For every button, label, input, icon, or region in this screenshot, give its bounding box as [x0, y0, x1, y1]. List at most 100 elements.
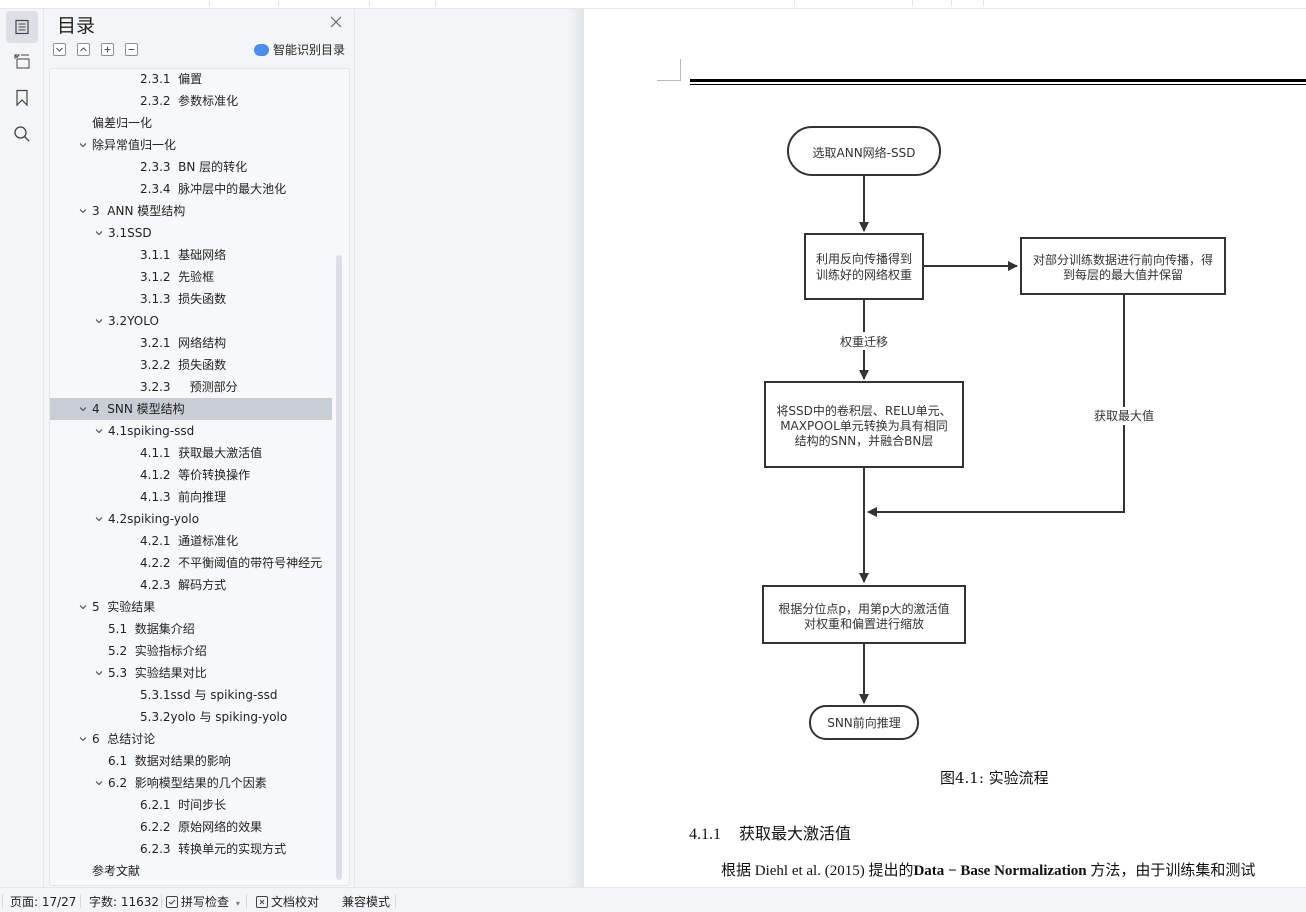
toc-item[interactable]: 4.1.3 前向推理 [50, 486, 332, 508]
toc-item[interactable]: 6.1 数据对结果的影响 [50, 750, 332, 772]
toolbar-separator [794, 0, 795, 6]
toc-item[interactable]: 4.1.1 获取最大激活值 [50, 442, 332, 464]
toc-item-label: 5 实验结果 [92, 600, 156, 614]
toc-item[interactable]: 6.2.1 时间步长 [50, 794, 332, 816]
toc-item-label: 2.3.2 参数标准化 [140, 94, 239, 108]
proofread-label: 文档校对 [271, 895, 320, 909]
close-icon[interactable] [329, 15, 343, 29]
toc-item-label: 5.1 数据集介绍 [108, 622, 195, 636]
chevron-down-icon[interactable] [95, 515, 103, 523]
toc-item[interactable]: 2.3.4 脉冲层中的最大池化 [50, 178, 332, 200]
chevron-down-icon[interactable] [79, 207, 87, 215]
proofread-button[interactable]: 文档校对 [256, 893, 319, 910]
chevron-down-icon[interactable] [95, 229, 103, 237]
toc-item[interactable]: 2.3.3 BN 层的转化 [50, 156, 332, 178]
toc-item[interactable]: 3.2.3 预测部分 [50, 376, 332, 398]
collapse-all-button[interactable] [53, 43, 66, 56]
flowchart: 选取ANN网络-SSD 利用反向传播得到 训练好的网络权重 对部分训练数据进行前… [762, 126, 1226, 740]
status-separator [161, 894, 162, 908]
toc-item[interactable]: 3.1.1 基础网络 [50, 244, 332, 266]
flow-edge-transfer: 权重迁移 [840, 335, 888, 349]
toc-item-label: 2.3.1 偏置 [140, 72, 203, 86]
toolbar-separator [209, 0, 210, 6]
toc-item[interactable]: 3.2.2 损失函数 [50, 354, 332, 376]
edge-label-bg [1092, 407, 1156, 425]
toc-item-label: 6 总结讨论 [92, 732, 156, 746]
toc-item[interactable]: 偏差归一化 [50, 112, 332, 134]
toc-item[interactable]: 6.2 影响模型结果的几个因素 [50, 772, 332, 794]
spellcheck-button[interactable]: 拼写检查 ▾ [166, 893, 240, 910]
toc-item[interactable]: 4.2.2 不平衡阈值的带符号神经元 [50, 552, 332, 574]
toc-item[interactable]: 3.1.2 先验框 [50, 266, 332, 288]
word-count[interactable]: 字数: 11632 [89, 895, 160, 909]
chevron-down-icon[interactable] [95, 317, 103, 325]
toc-item-label: 4.2.3 解码方式 [140, 578, 227, 592]
toc-item[interactable]: 3.2YOLO [50, 310, 332, 332]
header-rule-thick [690, 79, 1306, 82]
toc-item[interactable]: 5.3 实验结果对比 [50, 662, 332, 684]
toc-item-selected[interactable]: 4 SNN 模型结构 [50, 398, 332, 420]
toc-item[interactable]: 5.3.2yolo 与 spiking-yolo [50, 706, 332, 728]
toc-item[interactable]: 6 总结讨论 [50, 728, 332, 750]
flow-end-label: SNN前向推理 [827, 715, 901, 730]
toc-item-label: 4.1.1 获取最大激活值 [140, 446, 263, 460]
toc-item-label: 3.2.1 网络结构 [140, 336, 227, 350]
toc-button[interactable] [6, 11, 38, 43]
toc-item-label: 6.2.1 时间步长 [140, 798, 227, 812]
bookmark-icon [16, 89, 28, 107]
toc-item[interactable]: 4.2spiking-yolo [50, 508, 332, 530]
toc-icon [15, 19, 29, 35]
remove-level-button[interactable] [125, 43, 138, 56]
smart-toc-button[interactable]: 智能识别目录 [254, 41, 345, 58]
outline-button[interactable] [6, 45, 38, 77]
chevron-down-icon[interactable] [95, 669, 103, 677]
toc-item[interactable]: 4.2.1 通道标准化 [50, 530, 332, 552]
toc-item[interactable]: 3.1SSD [50, 222, 332, 244]
search-button[interactable] [6, 118, 38, 150]
toc-item[interactable]: 5.3.1ssd 与 spiking-ssd [50, 684, 332, 706]
toc-item[interactable]: 2.3.1 偏置 [50, 69, 332, 90]
chevron-down-icon[interactable] [79, 735, 87, 743]
section-number: 4.1.1 [689, 826, 721, 843]
toc-item[interactable]: 4.2.3 解码方式 [50, 574, 332, 596]
chevron-down-icon[interactable] [79, 141, 87, 149]
chevron-down-icon[interactable] [79, 405, 87, 413]
toc-item[interactable]: 3.1.3 损失函数 [50, 288, 332, 310]
toc-item[interactable]: 5.1 数据集介绍 [50, 618, 332, 640]
chevron-down-icon[interactable] [95, 779, 103, 787]
toc-item[interactable]: 3.2.1 网络结构 [50, 332, 332, 354]
add-level-button[interactable] [101, 43, 114, 56]
chevron-down-icon[interactable] [79, 603, 87, 611]
toc-item-label: 4.1spiking-ssd [108, 424, 195, 438]
toc-item-label: 5.3.1ssd 与 spiking-ssd [140, 688, 278, 702]
expand-all-button[interactable] [77, 43, 90, 56]
toc-item[interactable]: 3 ANN 模型结构 [50, 200, 332, 222]
compat-mode-label[interactable]: 兼容模式 [342, 895, 391, 909]
chevron-down-icon [56, 47, 63, 52]
toc-item[interactable]: 4.1.2 等价转换操作 [50, 464, 332, 486]
toc-item-label: 4.2spiking-yolo [108, 512, 200, 526]
toc-item[interactable]: 6.2.3 转换单元的实现方式 [50, 838, 332, 860]
toc-item-label: 6.1 数据对结果的影响 [108, 754, 231, 768]
toc-item[interactable]: 4.1spiking-ssd [50, 420, 332, 442]
toc-item[interactable]: 5.2 实验指标介绍 [50, 640, 332, 662]
smart-toc-label: 智能识别目录 [273, 43, 346, 57]
toc-item[interactable]: 参考文献 [50, 860, 332, 882]
toc-scrollbar[interactable] [336, 255, 342, 880]
status-bar: 页面: 17/27 字数: 11632 拼写检查 ▾ 文档校对 兼容模式 [0, 887, 1306, 912]
flow-step2-line1: 将SSD中的卷积层、RELU单元、 [776, 403, 951, 418]
page-indicator[interactable]: 页面: 17/27 [10, 895, 77, 909]
bookmark-button[interactable] [6, 82, 38, 114]
toolbar-separator [912, 0, 913, 6]
toolbar-separator [983, 0, 984, 6]
toc-item-label: 5.2 实验指标介绍 [108, 644, 207, 658]
top-toolbar-edge [0, 0, 1306, 9]
panel-title: 目录 [57, 15, 96, 37]
toc-item[interactable]: 2.3.2 参数标准化 [50, 90, 332, 112]
chevron-down-icon[interactable] [95, 427, 103, 435]
toc-item[interactable]: 除异常值归一化 [50, 134, 332, 156]
status-separator [395, 894, 396, 908]
toc-item[interactable]: 5 实验结果 [50, 596, 332, 618]
toc-item[interactable]: 6.2.2 原始网络的效果 [50, 816, 332, 838]
